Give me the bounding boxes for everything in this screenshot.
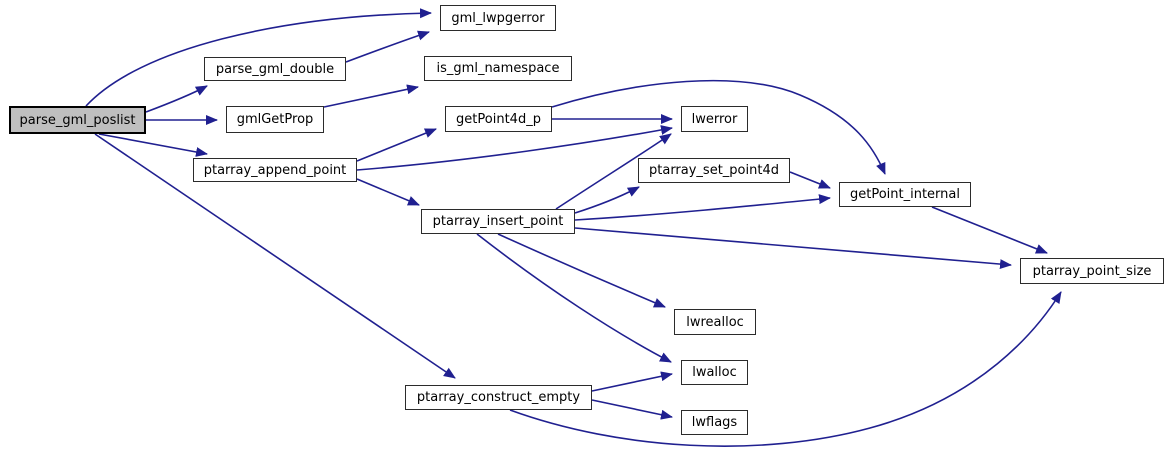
edge-ptarray_set_point4d-to-getPoint_internal	[789, 171, 831, 189]
node-getPoint4d_p[interactable]: getPoint4d_p	[445, 106, 552, 132]
node-lwflags[interactable]: lwflags	[681, 410, 748, 435]
edge-ptarray_insert_point-to-getPoint_internal	[574, 194, 831, 221]
node-label: ptarray_append_point	[203, 162, 347, 178]
edge-ptarray_insert_point-to-ptarray_set_point4d	[574, 186, 640, 214]
node-gml_lwpgerror[interactable]: gml_lwpgerror	[440, 5, 556, 31]
node-label: parse_gml_poslist	[19, 112, 136, 128]
edge-ptarray_append_point-to-lwerror	[356, 125, 673, 171]
node-ptarray_insert_point[interactable]: ptarray_insert_point	[421, 209, 575, 234]
edge-parse_gml_poslist-to-gml_lwpgerror	[85, 8, 432, 107]
edge-ptarray_insert_point-to-lwerror	[555, 133, 672, 210]
edge-gmlGetProp-to-is_gml_namespace	[323, 84, 419, 108]
edge-ptarray_insert_point-to-lwrealloc	[497, 233, 666, 308]
node-label: lwrealloc	[686, 314, 744, 330]
node-lwerror[interactable]: lwerror	[681, 106, 748, 132]
node-label: lwerror	[691, 111, 738, 127]
edge-parse_gml_poslist-to-parse_gml_double	[145, 85, 208, 113]
edge-ptarray_append_point-to-getPoint4d_p	[356, 128, 437, 162]
node-label: ptarray_insert_point	[432, 214, 564, 229]
edge-getPoint4d_p-to-getPoint_internal	[551, 79, 886, 175]
node-lwalloc[interactable]: lwalloc	[681, 360, 748, 385]
node-label: parse_gml_double	[215, 61, 335, 77]
edge-parse_gml_poslist-to-ptarray_construct_empty	[94, 133, 456, 379]
edge-ptarray_append_point-to-ptarray_insert_point	[356, 178, 420, 206]
node-label: getPoint4d_p	[456, 111, 541, 127]
node-ptarray_set_point4d[interactable]: ptarray_set_point4d	[638, 158, 790, 183]
node-label: lwflags	[691, 415, 738, 430]
edge-getPoint_internal-to-ptarray_point_size	[931, 206, 1048, 254]
node-parse_gml_double[interactable]: parse_gml_double	[204, 57, 346, 81]
node-ptarray_append_point[interactable]: ptarray_append_point	[193, 158, 357, 182]
node-label: getPoint_internal	[849, 187, 960, 202]
edge-parse_gml_poslist-to-ptarray_append_point	[98, 133, 208, 157]
edges	[85, 8, 1062, 447]
node-label: is_gml_namespace	[436, 61, 560, 76]
node-lwrealloc[interactable]: lwrealloc	[674, 309, 756, 335]
edge-ptarray_insert_point-to-ptarray_point_size	[574, 227, 1012, 270]
node-label: gmlGetProp	[236, 112, 314, 127]
node-label: ptarray_point_size	[1032, 263, 1152, 279]
edge-ptarray_insert_point-to-lwalloc	[476, 233, 672, 363]
node-label: lwalloc	[692, 365, 737, 380]
node-label: ptarray_construct_empty	[416, 390, 581, 405]
edge-parse_gml_double-to-gml_lwpgerror	[345, 30, 430, 63]
node-gmlGetProp[interactable]: gmlGetProp	[226, 106, 324, 133]
node-is_gml_namespace[interactable]: is_gml_namespace	[424, 56, 572, 81]
node-label: gml_lwpgerror	[451, 10, 545, 26]
node-getPoint_internal[interactable]: getPoint_internal	[839, 182, 971, 207]
node-ptarray_point_size[interactable]: ptarray_point_size	[1020, 258, 1164, 284]
node-label: ptarray_set_point4d	[649, 163, 779, 178]
edge-ptarray_construct_empty-to-lwalloc	[591, 371, 673, 392]
edge-ptarray_construct_empty-to-lwflags	[591, 399, 673, 420]
node-parse_gml_poslist[interactable]: parse_gml_poslist	[9, 106, 146, 134]
edge-ptarray_construct_empty-to-ptarray_point_size	[509, 291, 1062, 447]
node-ptarray_construct_empty[interactable]: ptarray_construct_empty	[405, 385, 592, 410]
